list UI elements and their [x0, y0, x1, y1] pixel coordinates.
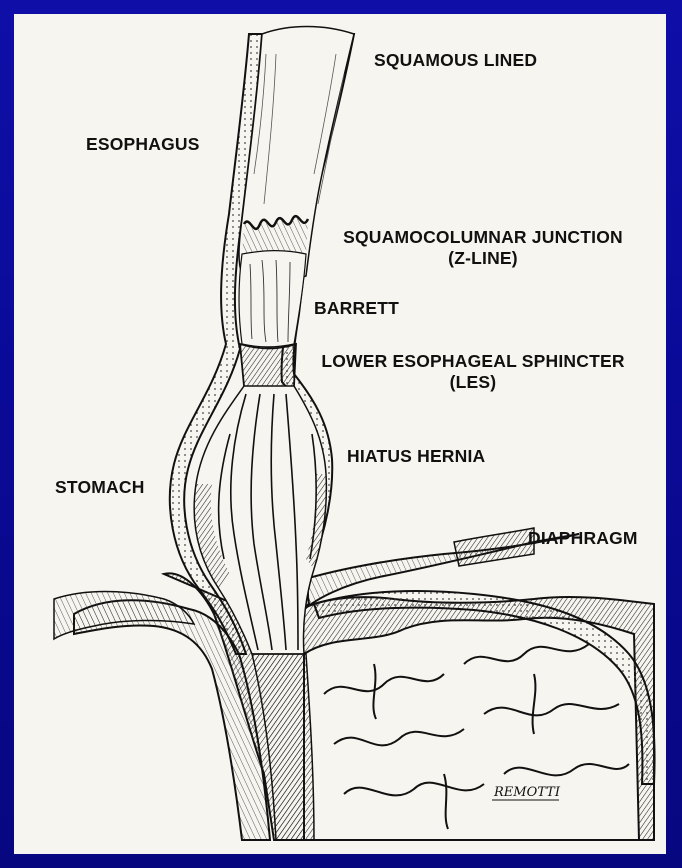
label-lower-esophageal-sphincter: LOWER ESOPHAGEAL SPHINCTER (LES) [293, 351, 653, 393]
svg-text:REMOTTI: REMOTTI [493, 785, 561, 800]
gastric-rugae [304, 618, 639, 840]
label-squamocolumnar-junction: SQUAMOCOLUMNAR JUNCTION (Z-LINE) [320, 227, 646, 269]
illustration-panel: REMOTTI SQUAMOUS LINED ESOPHAGUS SQUAMOC… [14, 14, 666, 854]
label-esophagus: ESOPHAGUS [86, 134, 200, 155]
label-diaphragm: DIAPHRAGM [528, 528, 638, 549]
label-squamous-lined: SQUAMOUS LINED [374, 50, 537, 71]
barrett-lining [239, 251, 306, 347]
label-hiatus-hernia: HIATUS HERNIA [347, 446, 485, 467]
label-barrett: BARRETT [314, 298, 399, 319]
label-les-line1: LOWER ESOPHAGEAL SPHINCTER [293, 351, 653, 372]
label-squamocolumnar-junction-line1: SQUAMOCOLUMNAR JUNCTION [320, 227, 646, 248]
label-stomach: STOMACH [55, 477, 145, 498]
artist-signature: REMOTTI [492, 785, 561, 800]
label-les-line2: (LES) [293, 372, 653, 393]
diaphragm-muscle [454, 528, 534, 566]
les-constriction [240, 344, 296, 391]
label-squamocolumnar-junction-line2: (Z-LINE) [320, 248, 646, 269]
